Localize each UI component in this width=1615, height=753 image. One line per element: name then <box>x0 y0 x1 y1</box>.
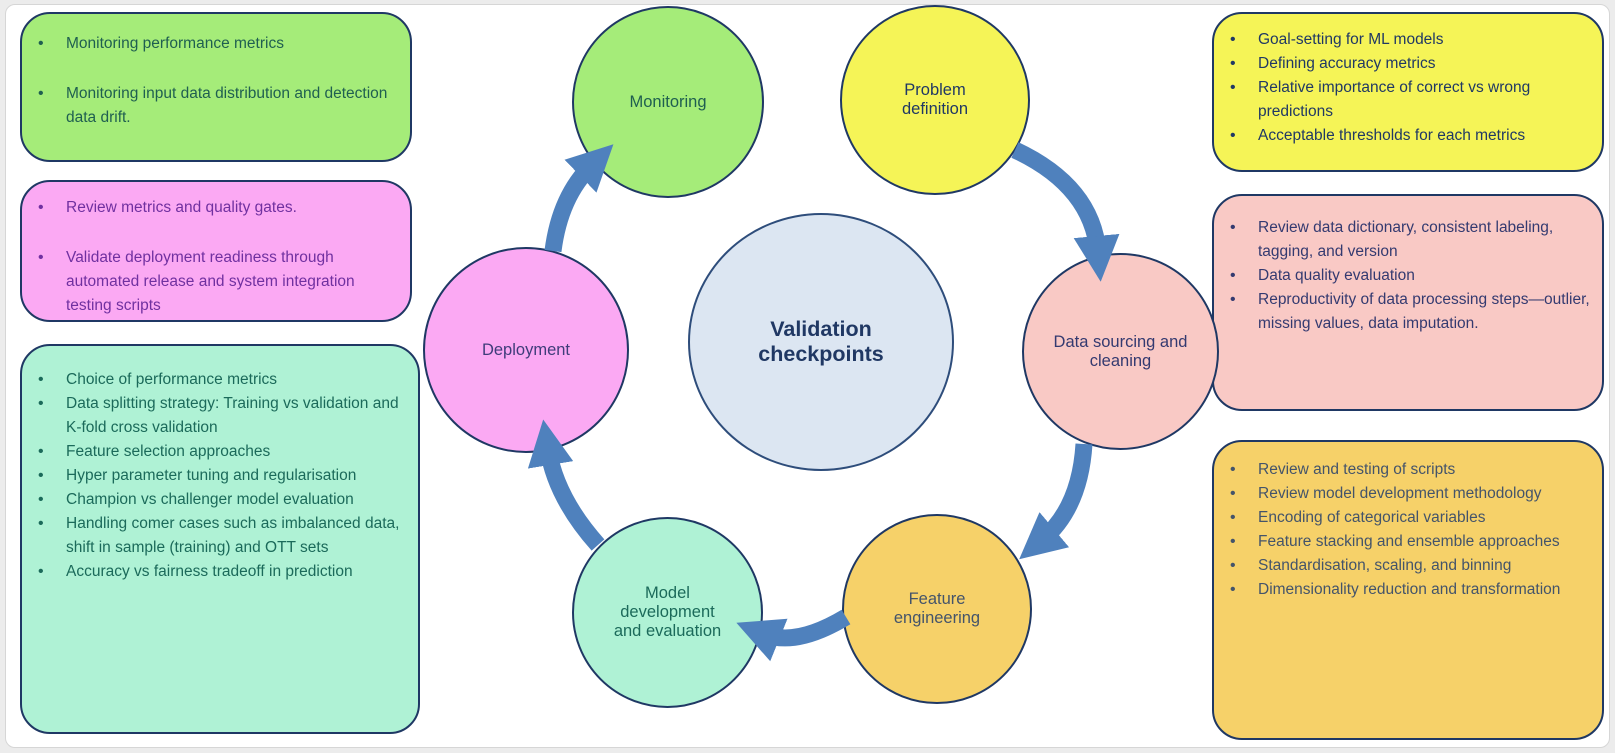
note-model-development: Choice of performance metrics Data split… <box>20 344 420 734</box>
bullet-item: Review metrics and quality gates. <box>22 196 410 220</box>
node-data-sourcing: Data sourcing and cleaning <box>1022 253 1219 450</box>
bullet-item: Reproductivity of data processing steps—… <box>1214 288 1602 336</box>
bullet-item: Choice of performance metrics <box>22 368 418 392</box>
bullet-item: Goal-setting for ML models <box>1214 28 1602 52</box>
bullet-list: Choice of performance metrics Data split… <box>22 368 418 584</box>
node-label: Deployment <box>481 340 571 359</box>
bullet-item: Champion vs challenger model evaluation <box>22 488 418 512</box>
bullet-item: Acceptable thresholds for each metrics <box>1214 124 1602 148</box>
bullet-item: Standardisation, scaling, and binning <box>1214 554 1602 578</box>
bullet-item: Monitoring input data distribution and d… <box>22 82 410 130</box>
node-label: Model development and evaluation <box>613 584 722 640</box>
node-label: Problem definition <box>901 81 969 118</box>
bullet-item: Review model development methodology <box>1214 482 1602 506</box>
note-deployment: Review metrics and quality gates. Valida… <box>20 180 412 322</box>
node-problem-definition: Problem definition <box>840 5 1030 195</box>
note-data-sourcing: Review data dictionary, consistent label… <box>1212 194 1604 411</box>
bullet-item: Dimensionality reduction and transformat… <box>1214 578 1602 602</box>
bullet-list: Review and testing of scripts Review mod… <box>1214 458 1602 602</box>
arrow-problem-to-data-sourcing <box>1011 142 1120 282</box>
bullet-item: Hyper parameter tuning and regularisatio… <box>22 464 418 488</box>
node-model-development: Model development and evaluation <box>572 517 763 708</box>
bullet-item: Accuracy vs fairness tradeoff in predict… <box>22 560 418 584</box>
note-feature-engineering: Review and testing of scripts Review mod… <box>1212 440 1604 740</box>
bullet-item: Validate deployment readiness through au… <box>22 246 410 318</box>
bullet-item: Handling comer cases such as imbalanced … <box>22 512 418 560</box>
arrow-model-development-to-deployment <box>527 419 605 551</box>
bullet-list: Review data dictionary, consistent label… <box>1214 216 1602 336</box>
bullet-list: Goal-setting for ML models Defining accu… <box>1214 28 1602 148</box>
node-label: Feature engineering <box>893 590 981 627</box>
bullet-item: Feature stacking and ensemble approaches <box>1214 530 1602 554</box>
arrow-deployment-to-monitoring <box>544 144 614 253</box>
bullet-list: Review metrics and quality gates. Valida… <box>22 196 410 318</box>
note-problem-definition: Goal-setting for ML models Defining accu… <box>1212 12 1604 172</box>
arrow-feature-engineering-to-model-development <box>736 609 851 662</box>
note-monitoring: Monitoring performance metrics Monitorin… <box>20 12 412 162</box>
bullet-item: Data splitting strategy: Training vs val… <box>22 392 418 440</box>
node-deployment: Deployment <box>423 247 629 453</box>
arrow-data-sourcing-to-feature-engineering <box>1019 443 1093 560</box>
bullet-item: Feature selection approaches <box>22 440 418 464</box>
bullet-item: Monitoring performance metrics <box>22 32 410 56</box>
bullet-item: Review data dictionary, consistent label… <box>1214 216 1602 264</box>
bullet-item: Relative importance of correct vs wrong … <box>1214 76 1602 124</box>
bullet-item: Defining accuracy metrics <box>1214 52 1602 76</box>
node-label: Data sourcing and cleaning <box>1053 332 1188 370</box>
bullet-list: Monitoring performance metrics Monitorin… <box>22 32 410 130</box>
node-label: Validation checkpoints <box>758 317 884 366</box>
bullet-item: Data quality evaluation <box>1214 264 1602 288</box>
node-monitoring: Monitoring <box>572 6 764 198</box>
node-validation-checkpoints: Validation checkpoints <box>688 213 954 471</box>
bullet-item: Review and testing of scripts <box>1214 458 1602 482</box>
bullet-item: Encoding of categorical variables <box>1214 506 1602 530</box>
node-label: Monitoring <box>629 92 707 111</box>
node-feature-engineering: Feature engineering <box>842 514 1032 704</box>
